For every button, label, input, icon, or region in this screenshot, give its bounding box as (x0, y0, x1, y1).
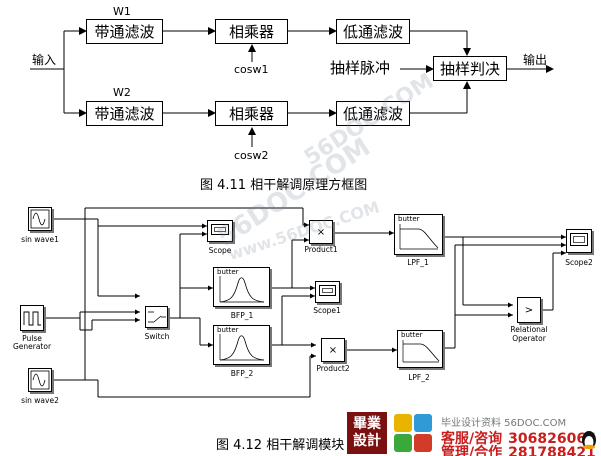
figure-caption-4-11: 图 4.11 相干解调原理方框图 (200, 178, 368, 193)
sine-wave-icon (30, 370, 50, 390)
multiplier-1: 相乘器 (215, 19, 288, 44)
switch-icon (148, 311, 166, 323)
bandpass-filter-2: 带通滤波 (86, 101, 163, 126)
bfp2-butter-label: butter (217, 326, 239, 334)
product1-label: Product1 (304, 245, 338, 254)
ad-service-number: 306826066 (508, 431, 596, 447)
scope-screen-icon (570, 233, 588, 246)
sampler-decision-box: 抽样判决 (433, 56, 507, 81)
lowpass-response-icon (399, 224, 439, 250)
lpf1-block: butter (394, 214, 443, 255)
pulse-generator-block (20, 305, 44, 331)
bfp1-label: BFP_1 (230, 311, 254, 320)
lowpass-filter-1: 低通滤波 (336, 19, 410, 44)
site-logo: 畢業 設計 (347, 412, 387, 454)
ad-site-text: 毕业设计资料 56DOC.COM (441, 418, 567, 429)
pulse-wave-icon (23, 311, 41, 326)
scope1-block (315, 281, 340, 303)
relational-operator-label: Relational Operator (510, 325, 548, 343)
penguin-icon (582, 431, 596, 450)
scope1-label: Scope1 (313, 306, 341, 315)
bfp1-block: butter (213, 267, 270, 307)
figure-caption-4-12: 图 4.12 相干解调模块 (216, 438, 345, 453)
lpf2-label: LPF_2 (408, 373, 430, 382)
bfp2-label: BFP_2 (230, 369, 254, 378)
cos1-label: cosw1 (234, 63, 269, 76)
ad-manage-number: 281788421 (508, 445, 596, 456)
product2-block: × (321, 338, 345, 362)
lpf2-butter-label: butter (401, 331, 423, 339)
output-label: 输出 (523, 53, 548, 67)
lpf1-butter-label: butter (398, 215, 420, 223)
sine-wave1-label: sin wave1 (21, 235, 59, 244)
ad-service-row: 客服/咨询 306826066 (441, 428, 596, 448)
sine-wave1-block (28, 207, 52, 231)
product2-label: Product2 (316, 364, 350, 373)
scope2-block (566, 229, 592, 253)
switch-label: Switch (144, 332, 170, 341)
scope-block (207, 220, 233, 242)
ad-manage-row: 管理/合作 281788421 (441, 442, 596, 456)
relational-operator-block: > (517, 297, 541, 323)
lowpass-filter-2: 低通滤波 (336, 101, 410, 126)
w1-label: W1 (113, 5, 131, 18)
bfp1-butter-label: butter (217, 268, 239, 276)
bandpass-filter-1: 带通滤波 (86, 19, 163, 44)
switch-block (145, 306, 168, 328)
bandpass-response-icon (219, 334, 265, 361)
pulse-generator-label: Pulse Generator (12, 334, 52, 352)
puzzle-pieces-icon (394, 414, 432, 452)
scope2-label: Scope2 (565, 258, 593, 267)
bfp2-block: butter (213, 325, 270, 365)
sampling-pulse-label: 抽样脉冲 (330, 59, 391, 77)
multiplier-2: 相乘器 (215, 101, 288, 126)
scope-screen-icon (319, 285, 336, 296)
scope-screen-icon (211, 224, 229, 235)
multiply-icon: × (328, 344, 338, 356)
lpf1-label: LPF_1 (407, 258, 429, 267)
ad-manage-label: 管理/合作 (441, 445, 503, 456)
greater-than-icon: > (524, 304, 534, 316)
logo-line2: 設計 (353, 433, 381, 449)
product1-block: × (309, 220, 333, 244)
w2-label: W2 (113, 86, 131, 99)
scope-label: Scope (208, 246, 232, 255)
bandpass-response-icon (219, 276, 265, 303)
sine-wave-icon (30, 209, 50, 229)
lowpass-response-icon (402, 340, 440, 363)
input-label: 输入 (32, 53, 57, 67)
cos2-label: cosw2 (234, 149, 269, 162)
multiply-icon: × (316, 226, 326, 238)
logo-line1: 畢業 (353, 416, 381, 433)
sine-wave2-label: sin wave2 (21, 396, 59, 405)
lpf2-block: butter (397, 330, 443, 368)
ad-service-label: 客服/咨询 (441, 431, 503, 447)
sine-wave2-block (28, 368, 52, 392)
